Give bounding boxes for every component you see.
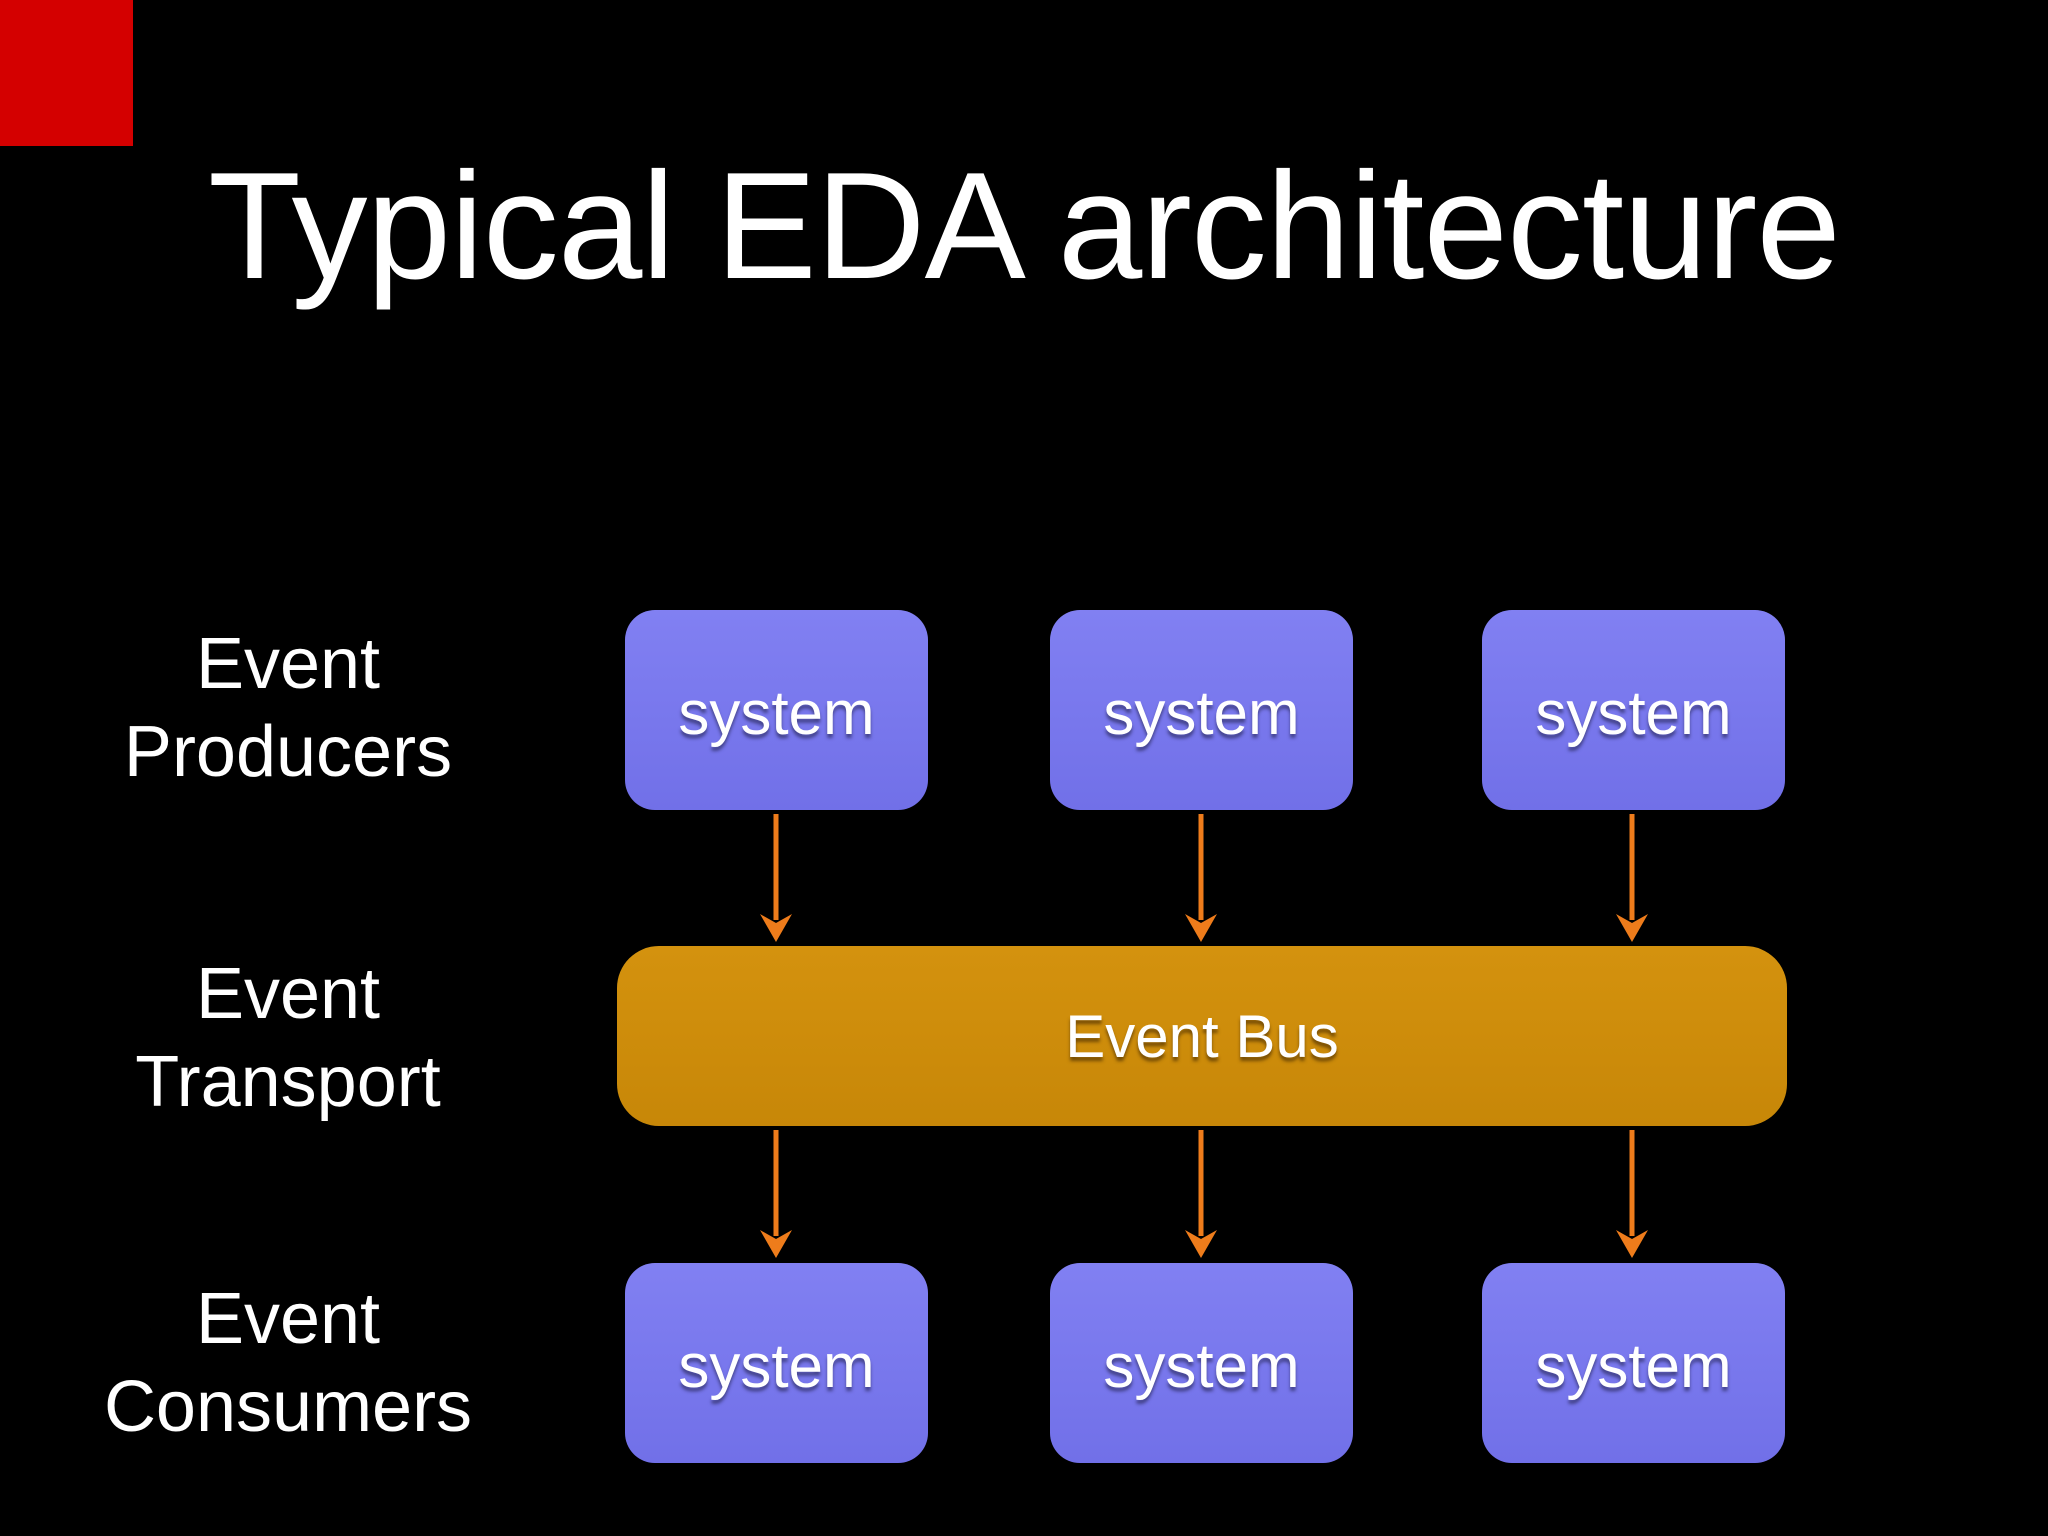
label-event-transport: Event Transport: [8, 950, 568, 1126]
arrow-bus-to-consumer2: [1185, 1130, 1217, 1258]
producer-system-box-3-label: system: [1535, 678, 1732, 748]
label-event-transport-line2: Transport: [135, 1042, 441, 1122]
producer-system-box-3: system: [1482, 610, 1785, 810]
consumer-system-box-3-label: system: [1535, 1331, 1732, 1401]
event-bus-bar: Event Bus: [617, 946, 1787, 1126]
producer-system-box-1: system: [625, 610, 928, 810]
arrow-producer1-to-bus: [760, 814, 792, 942]
label-event-producers-line2: Producers: [123, 712, 453, 792]
label-event-producers: Event Producers: [8, 620, 568, 796]
consumer-system-box-2: system: [1050, 1263, 1353, 1463]
label-event-consumers-line2: Consumers: [103, 1367, 473, 1447]
arrow-bus-to-consumer3: [1616, 1130, 1648, 1258]
event-bus-label: Event Bus: [1065, 1002, 1339, 1070]
arrow-producer3-to-bus: [1616, 814, 1648, 942]
consumer-system-box-1: system: [625, 1263, 928, 1463]
producer-system-box-2-label: system: [1103, 678, 1300, 748]
arrow-bus-to-consumer1: [760, 1130, 792, 1258]
consumer-system-box-3: system: [1482, 1263, 1785, 1463]
consumer-system-box-2-label: system: [1103, 1331, 1300, 1401]
arrow-producer2-to-bus: [1185, 814, 1217, 942]
label-event-producers-line1: Event: [195, 624, 381, 704]
label-event-consumers-line1: Event: [195, 1279, 381, 1359]
recording-indicator: [0, 0, 133, 146]
slide-title: Typical EDA architecture: [208, 141, 1841, 311]
label-event-transport-line1: Event: [195, 954, 381, 1034]
consumer-system-box-1-label: system: [678, 1331, 875, 1401]
label-event-consumers: Event Consumers: [8, 1275, 568, 1451]
producer-system-box-2: system: [1050, 610, 1353, 810]
producer-system-box-1-label: system: [678, 678, 875, 748]
